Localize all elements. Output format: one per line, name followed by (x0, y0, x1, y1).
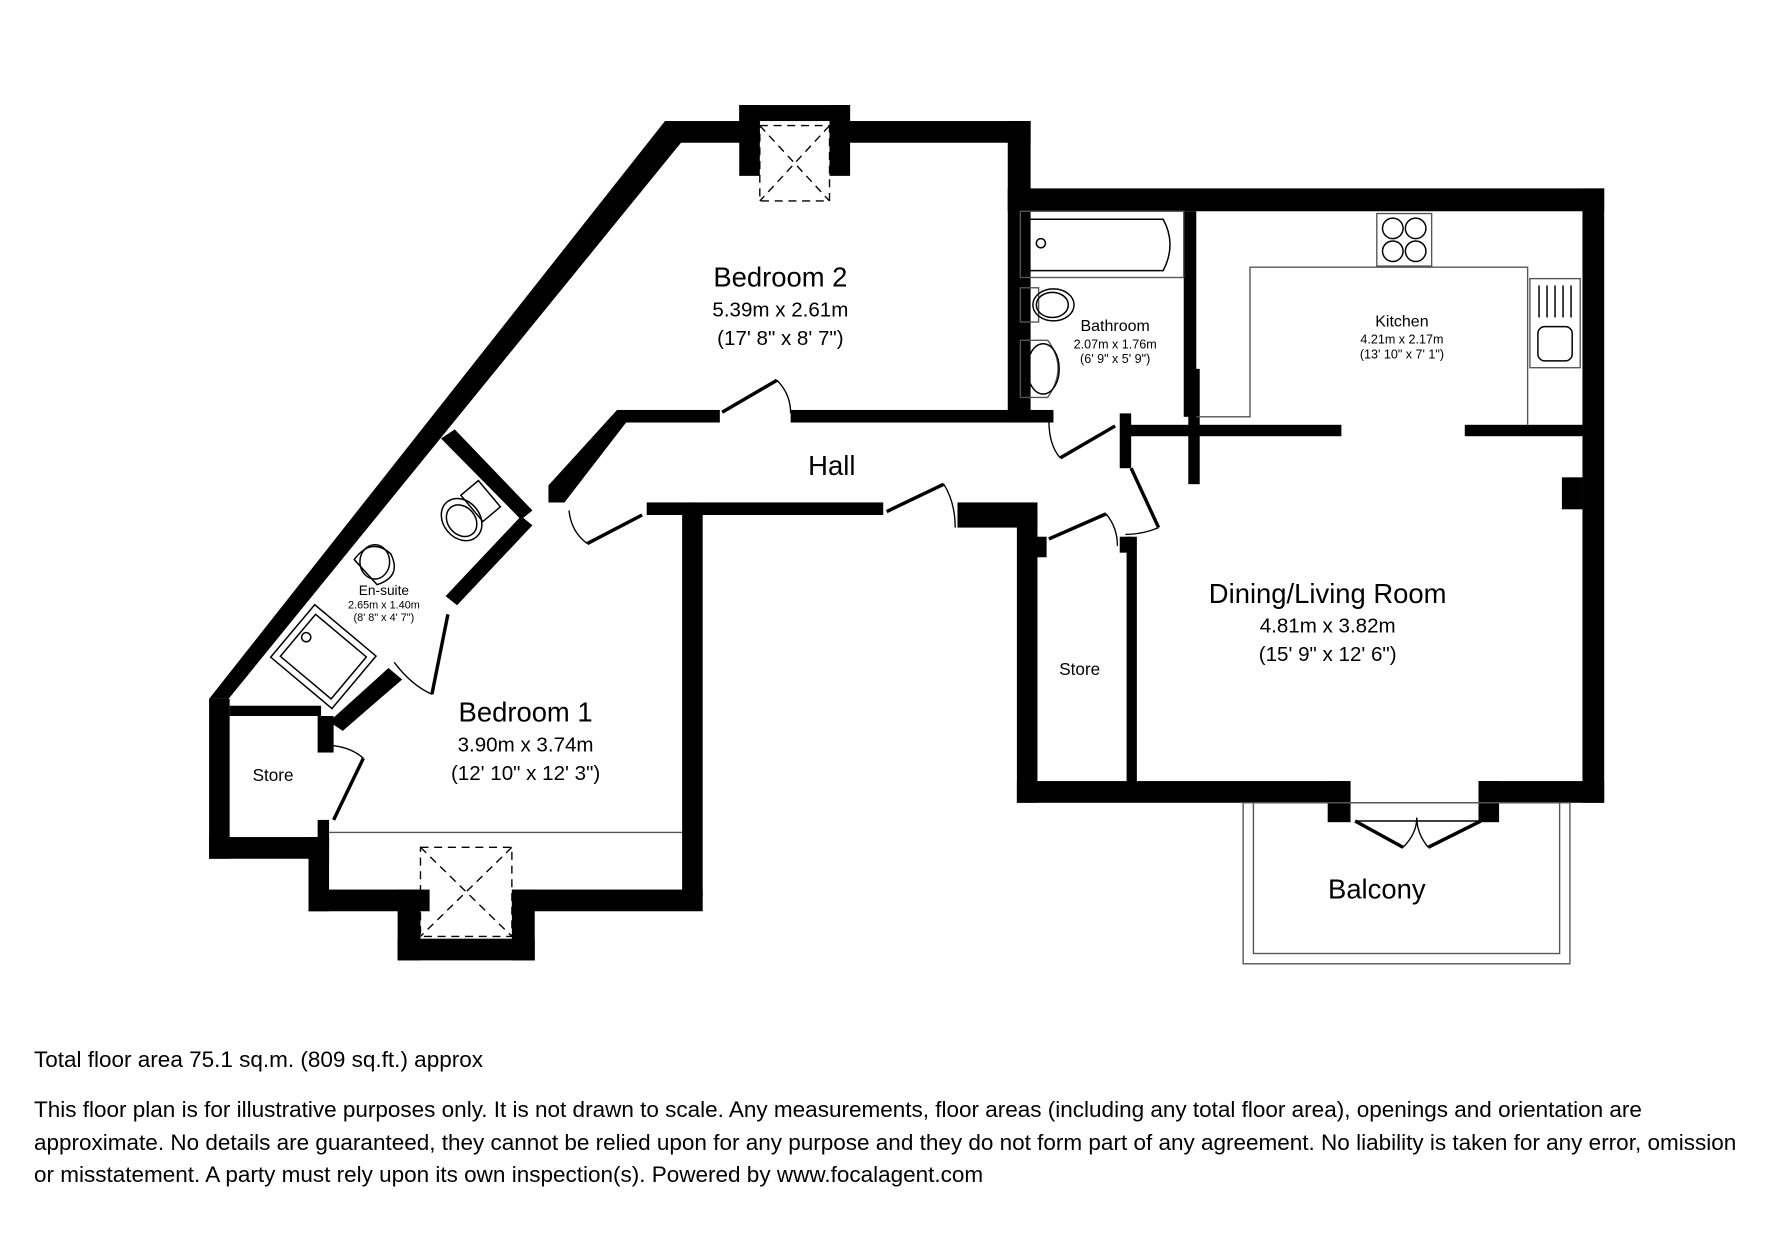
bedroom2-walls (209, 105, 1033, 699)
balcony-door-icon (1354, 817, 1482, 849)
hall-walls (548, 409, 1038, 897)
room-label-bathroom: Bathroom 2.07m x 1.76m (6' 9" x 5' 9") (1074, 318, 1157, 366)
sink-icon (1019, 339, 1060, 399)
balcony-outline (1242, 802, 1571, 965)
svg-text:Bedroom 1: Bedroom 1 (459, 697, 593, 728)
bedroom2-door-icon (721, 378, 792, 414)
kitchen-counter (1196, 266, 1529, 425)
bedroom1-skylight-icon (419, 846, 513, 938)
svg-text:(17' 8" x 8' 7"): (17' 8" x 8' 7") (717, 327, 843, 350)
svg-text:Kitchen: Kitchen (1375, 314, 1428, 331)
kitchen-sink-icon (1529, 277, 1581, 369)
svg-text:5.39m x 2.61m: 5.39m x 2.61m (712, 298, 848, 321)
living-door-icon (1125, 467, 1161, 536)
skylight-icon (759, 124, 831, 202)
room-label-hall: Hall (808, 450, 855, 481)
svg-text:(15' 9" x 12' 6"): (15' 9" x 12' 6") (1259, 643, 1397, 666)
bathroom-door-icon (1048, 420, 1117, 460)
room-label-bedroom1: Bedroom 1 3.90m x 3.74m (12' 10" x 12' 3… (451, 697, 600, 785)
svg-text:(13' 10" x 7' 1"): (13' 10" x 7' 1") (1360, 348, 1444, 362)
svg-text:2.07m x 1.76m: 2.07m x 1.76m (1074, 337, 1157, 351)
disclaimer-text: This floor plan is for illustrative purp… (34, 1097, 1737, 1187)
store-left-door-icon (332, 745, 365, 821)
hall-door-icon (885, 482, 956, 528)
svg-text:Bathroom: Bathroom (1080, 318, 1149, 335)
toilet-icon (1019, 287, 1075, 323)
room-label-bedroom2: Bedroom 2 5.39m x 2.61m (17' 8" x 8' 7") (712, 262, 848, 350)
shower-tray-icon (269, 603, 378, 710)
svg-text:(6' 9" x 5' 9"): (6' 9" x 5' 9") (1080, 352, 1150, 366)
ensuite-door-icon (393, 614, 450, 695)
total-floor-area: Total floor area 75.1 sq.m. (809 sq.ft.)… (34, 1047, 483, 1072)
room-label-ensuite: En-suite 2.65m x 1.40m (8' 8" x 4' 7") (348, 583, 420, 624)
bedroom1-door-icon (568, 510, 643, 546)
room-label-store-left: Store (253, 765, 294, 785)
svg-text:(8' 8" x 4' 7"): (8' 8" x 4' 7") (354, 612, 415, 624)
svg-text:(12' 10" x 12' 3"): (12' 10" x 12' 3") (451, 762, 600, 785)
svg-text:3.90m x 3.74m: 3.90m x 3.74m (458, 733, 594, 756)
bathtub-icon (1019, 210, 1185, 279)
svg-text:Dining/Living Room: Dining/Living Room (1209, 578, 1447, 609)
room-label-kitchen: Kitchen 4.21m x 2.17m (13' 10" x 7' 1") (1360, 314, 1444, 362)
hob-icon (1376, 212, 1433, 267)
bedroom1-walls (209, 698, 703, 961)
ensuite-walls (329, 429, 533, 731)
svg-text:4.81m x 3.82m: 4.81m x 3.82m (1260, 615, 1396, 638)
svg-text:En-suite: En-suite (359, 583, 409, 598)
ensuite-sink-icon (353, 543, 395, 586)
room-label-living: Dining/Living Room 4.81m x 3.82m (15' 9"… (1209, 578, 1447, 666)
east-walls (1007, 188, 1605, 823)
room-label-store-mid: Store (1059, 659, 1100, 679)
svg-text:4.21m x 2.17m: 4.21m x 2.17m (1360, 333, 1443, 347)
svg-text:Bedroom 2: Bedroom 2 (713, 262, 847, 293)
room-label-balcony: Balcony (1328, 874, 1426, 905)
store-door-icon (1048, 512, 1119, 546)
svg-text:2.65m x 1.40m: 2.65m x 1.40m (348, 600, 420, 612)
ensuite-toilet-icon (440, 479, 502, 542)
